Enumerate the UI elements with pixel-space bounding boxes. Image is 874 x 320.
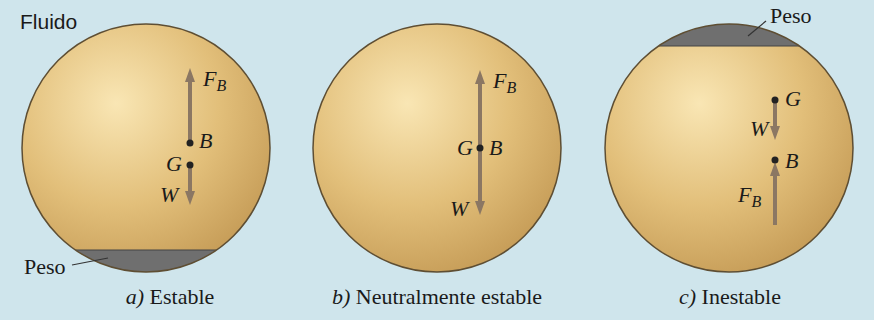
sphere-body: GWB FB: [604, 23, 854, 273]
sphere-drawing: [312, 23, 562, 273]
force-symbol: B: [489, 135, 502, 160]
force-arrow: [188, 79, 192, 141]
force-symbol: G: [166, 151, 182, 176]
caption: c) Inestable: [679, 284, 781, 309]
point-dot: [772, 97, 779, 104]
force-arrow: [773, 173, 777, 225]
point-dot: [772, 157, 779, 164]
force-symbol: FB: [203, 66, 226, 95]
caption: a) Estable: [126, 284, 215, 309]
weight-label: Peso: [770, 3, 812, 28]
force-symbol: G: [785, 86, 801, 111]
sphere: [313, 24, 561, 272]
arrow-head: [770, 126, 780, 140]
arrow-head: [185, 191, 195, 205]
force-symbol: FB: [738, 182, 761, 211]
sphere-body: FB GB W: [312, 23, 562, 273]
weight: [604, 23, 854, 46]
sphere-outline: [605, 24, 853, 272]
weight-label: Peso: [24, 254, 66, 279]
force-symbol: FB: [493, 68, 516, 97]
sphere: [605, 24, 853, 272]
force-arrow: [478, 81, 482, 146]
force-symbol: B: [785, 148, 798, 173]
leader-line: [748, 21, 766, 36]
point-dot: [187, 162, 194, 169]
force-arrow: [478, 150, 482, 204]
force-arrow: [188, 167, 192, 194]
leader-line: [72, 258, 108, 265]
force-symbol: B: [199, 128, 212, 153]
sphere: [22, 24, 270, 272]
sphere-drawing: [604, 23, 854, 273]
fluid-label: Fluido: [20, 10, 77, 34]
arrow-head: [475, 201, 485, 215]
sphere-body: FB BGW: [21, 23, 271, 273]
sphere-outline: [313, 24, 561, 272]
force-arrow: [773, 102, 777, 129]
force-symbol: W: [750, 116, 768, 141]
sphere-drawing: [21, 23, 271, 273]
arrow-head: [475, 70, 485, 84]
arrow-head: [770, 162, 780, 176]
force-symbol: G: [457, 135, 473, 160]
arrow-head: [185, 68, 195, 82]
force-symbol: W: [450, 196, 468, 221]
force-symbol: W: [160, 182, 178, 207]
weight-edge: [604, 45, 854, 46]
caption: b) Neutralmente estable: [332, 284, 542, 309]
weight-edge: [21, 249, 271, 250]
point-dot: [187, 140, 194, 147]
point-dot: [477, 145, 484, 152]
sphere-outline: [22, 24, 270, 272]
